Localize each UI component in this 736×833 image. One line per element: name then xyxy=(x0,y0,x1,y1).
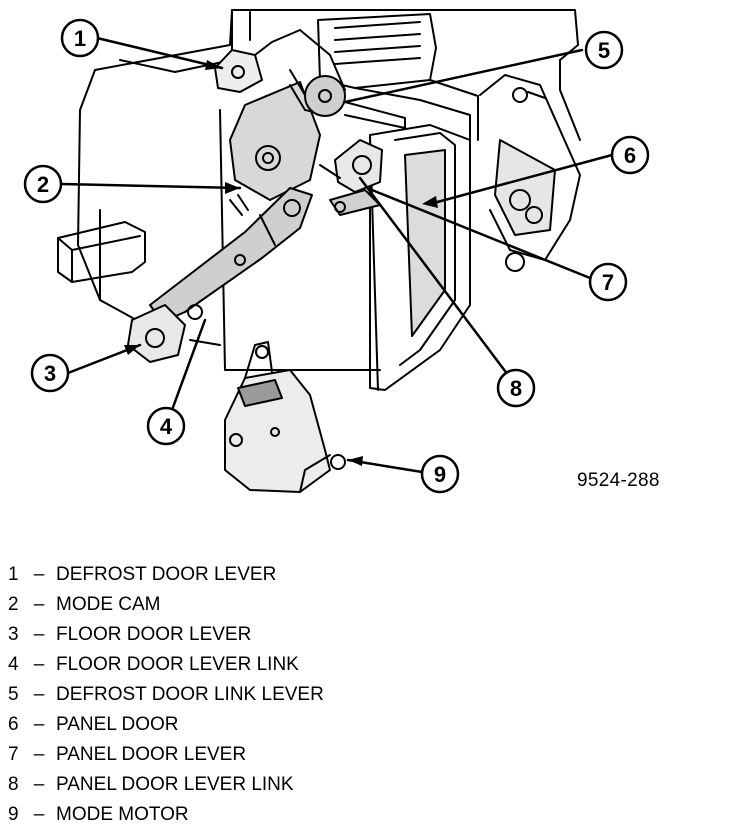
defrost-door-lever xyxy=(214,29,346,116)
legend-label: DEFROST DOOR LEVER xyxy=(56,564,277,585)
legend-separator: – xyxy=(33,774,45,795)
legend-number: 4 xyxy=(8,654,19,675)
legend-item: 3–FLOOR DOOR LEVER xyxy=(8,623,324,653)
legend-label: PANEL DOOR LEVER xyxy=(56,744,247,765)
legend-item: 1–DEFROST DOOR LEVER xyxy=(8,563,324,593)
mode-motor xyxy=(224,341,346,493)
legend-separator: – xyxy=(33,744,45,765)
legend-item: 9–MODE MOTOR xyxy=(8,803,324,833)
callout-legend: 1–DEFROST DOOR LEVER 2–MODE CAM 3–FLOOR … xyxy=(8,563,324,833)
panel-door-lever xyxy=(319,139,383,193)
right-door-assembly xyxy=(479,74,581,272)
legend-number: 9 xyxy=(8,804,19,825)
legend-separator: – xyxy=(33,624,45,645)
callout-7: 7 xyxy=(588,262,628,302)
legend-label: FLOOR DOOR LEVER xyxy=(56,624,252,645)
svg-text:4: 4 xyxy=(160,414,173,439)
svg-text:2: 2 xyxy=(37,172,49,197)
legend-label: PANEL DOOR xyxy=(56,714,179,735)
legend-label: PANEL DOOR LEVER LINK xyxy=(56,774,294,795)
legend-number: 3 xyxy=(8,624,19,645)
legend-label: FLOOR DOOR LEVER LINK xyxy=(56,654,299,675)
legend-number: 7 xyxy=(8,744,19,765)
legend-separator: – xyxy=(33,594,45,615)
svg-text:8: 8 xyxy=(510,376,522,401)
defrost-duct xyxy=(317,13,437,89)
legend-number: 6 xyxy=(8,714,19,735)
legend-item: 5–DEFROST DOOR LINK LEVER xyxy=(8,683,324,713)
floor-door-lever xyxy=(127,304,203,363)
callout-2: 2 xyxy=(23,164,63,204)
hvac-mode-linkage-diagram: 1 2 3 4 5 6 7 8 xyxy=(23,9,650,494)
callout-3: 3 xyxy=(30,353,70,393)
svg-text:9: 9 xyxy=(434,462,446,487)
svg-text:1: 1 xyxy=(74,26,86,51)
legend-number: 1 xyxy=(8,564,19,585)
legend-label: MODE MOTOR xyxy=(56,804,189,825)
legend-separator: – xyxy=(33,654,45,675)
legend-item: 6–PANEL DOOR xyxy=(8,713,324,743)
callout-6: 6 xyxy=(610,135,650,175)
callout-arrowheads xyxy=(124,60,438,466)
legend-number: 5 xyxy=(8,684,19,705)
legend-separator: – xyxy=(33,714,45,735)
svg-text:6: 6 xyxy=(624,143,636,168)
legend-item: 8–PANEL DOOR LEVER LINK xyxy=(8,773,324,803)
legend-number: 2 xyxy=(8,594,19,615)
panel-door-housing xyxy=(354,79,479,391)
callout-badges: 1 2 3 4 5 6 7 8 xyxy=(23,18,650,494)
legend-label: MODE CAM xyxy=(56,594,161,615)
legend-separator: – xyxy=(33,564,45,585)
callout-8: 8 xyxy=(496,368,536,408)
legend-number: 8 xyxy=(8,774,19,795)
hvac-housing xyxy=(57,9,581,371)
callout-9: 9 xyxy=(420,454,460,494)
svg-text:5: 5 xyxy=(598,38,610,63)
legend-item: 4–FLOOR DOOR LEVER LINK xyxy=(8,653,324,683)
floor-door-lever-link xyxy=(149,187,313,323)
legend-separator: – xyxy=(33,684,45,705)
legend-label: DEFROST DOOR LINK LEVER xyxy=(56,684,324,705)
legend-item: 2–MODE CAM xyxy=(8,593,324,623)
legend-item: 7–PANEL DOOR LEVER xyxy=(8,743,324,773)
callout-5: 5 xyxy=(584,30,624,70)
defrost-door-link-lever xyxy=(289,69,406,129)
callout-4: 4 xyxy=(146,406,186,446)
svg-text:3: 3 xyxy=(44,361,56,386)
legend-separator: – xyxy=(33,804,45,825)
callout-1: 1 xyxy=(60,18,100,58)
svg-text:7: 7 xyxy=(602,270,614,295)
figure-id: 9524-288 xyxy=(577,470,660,491)
